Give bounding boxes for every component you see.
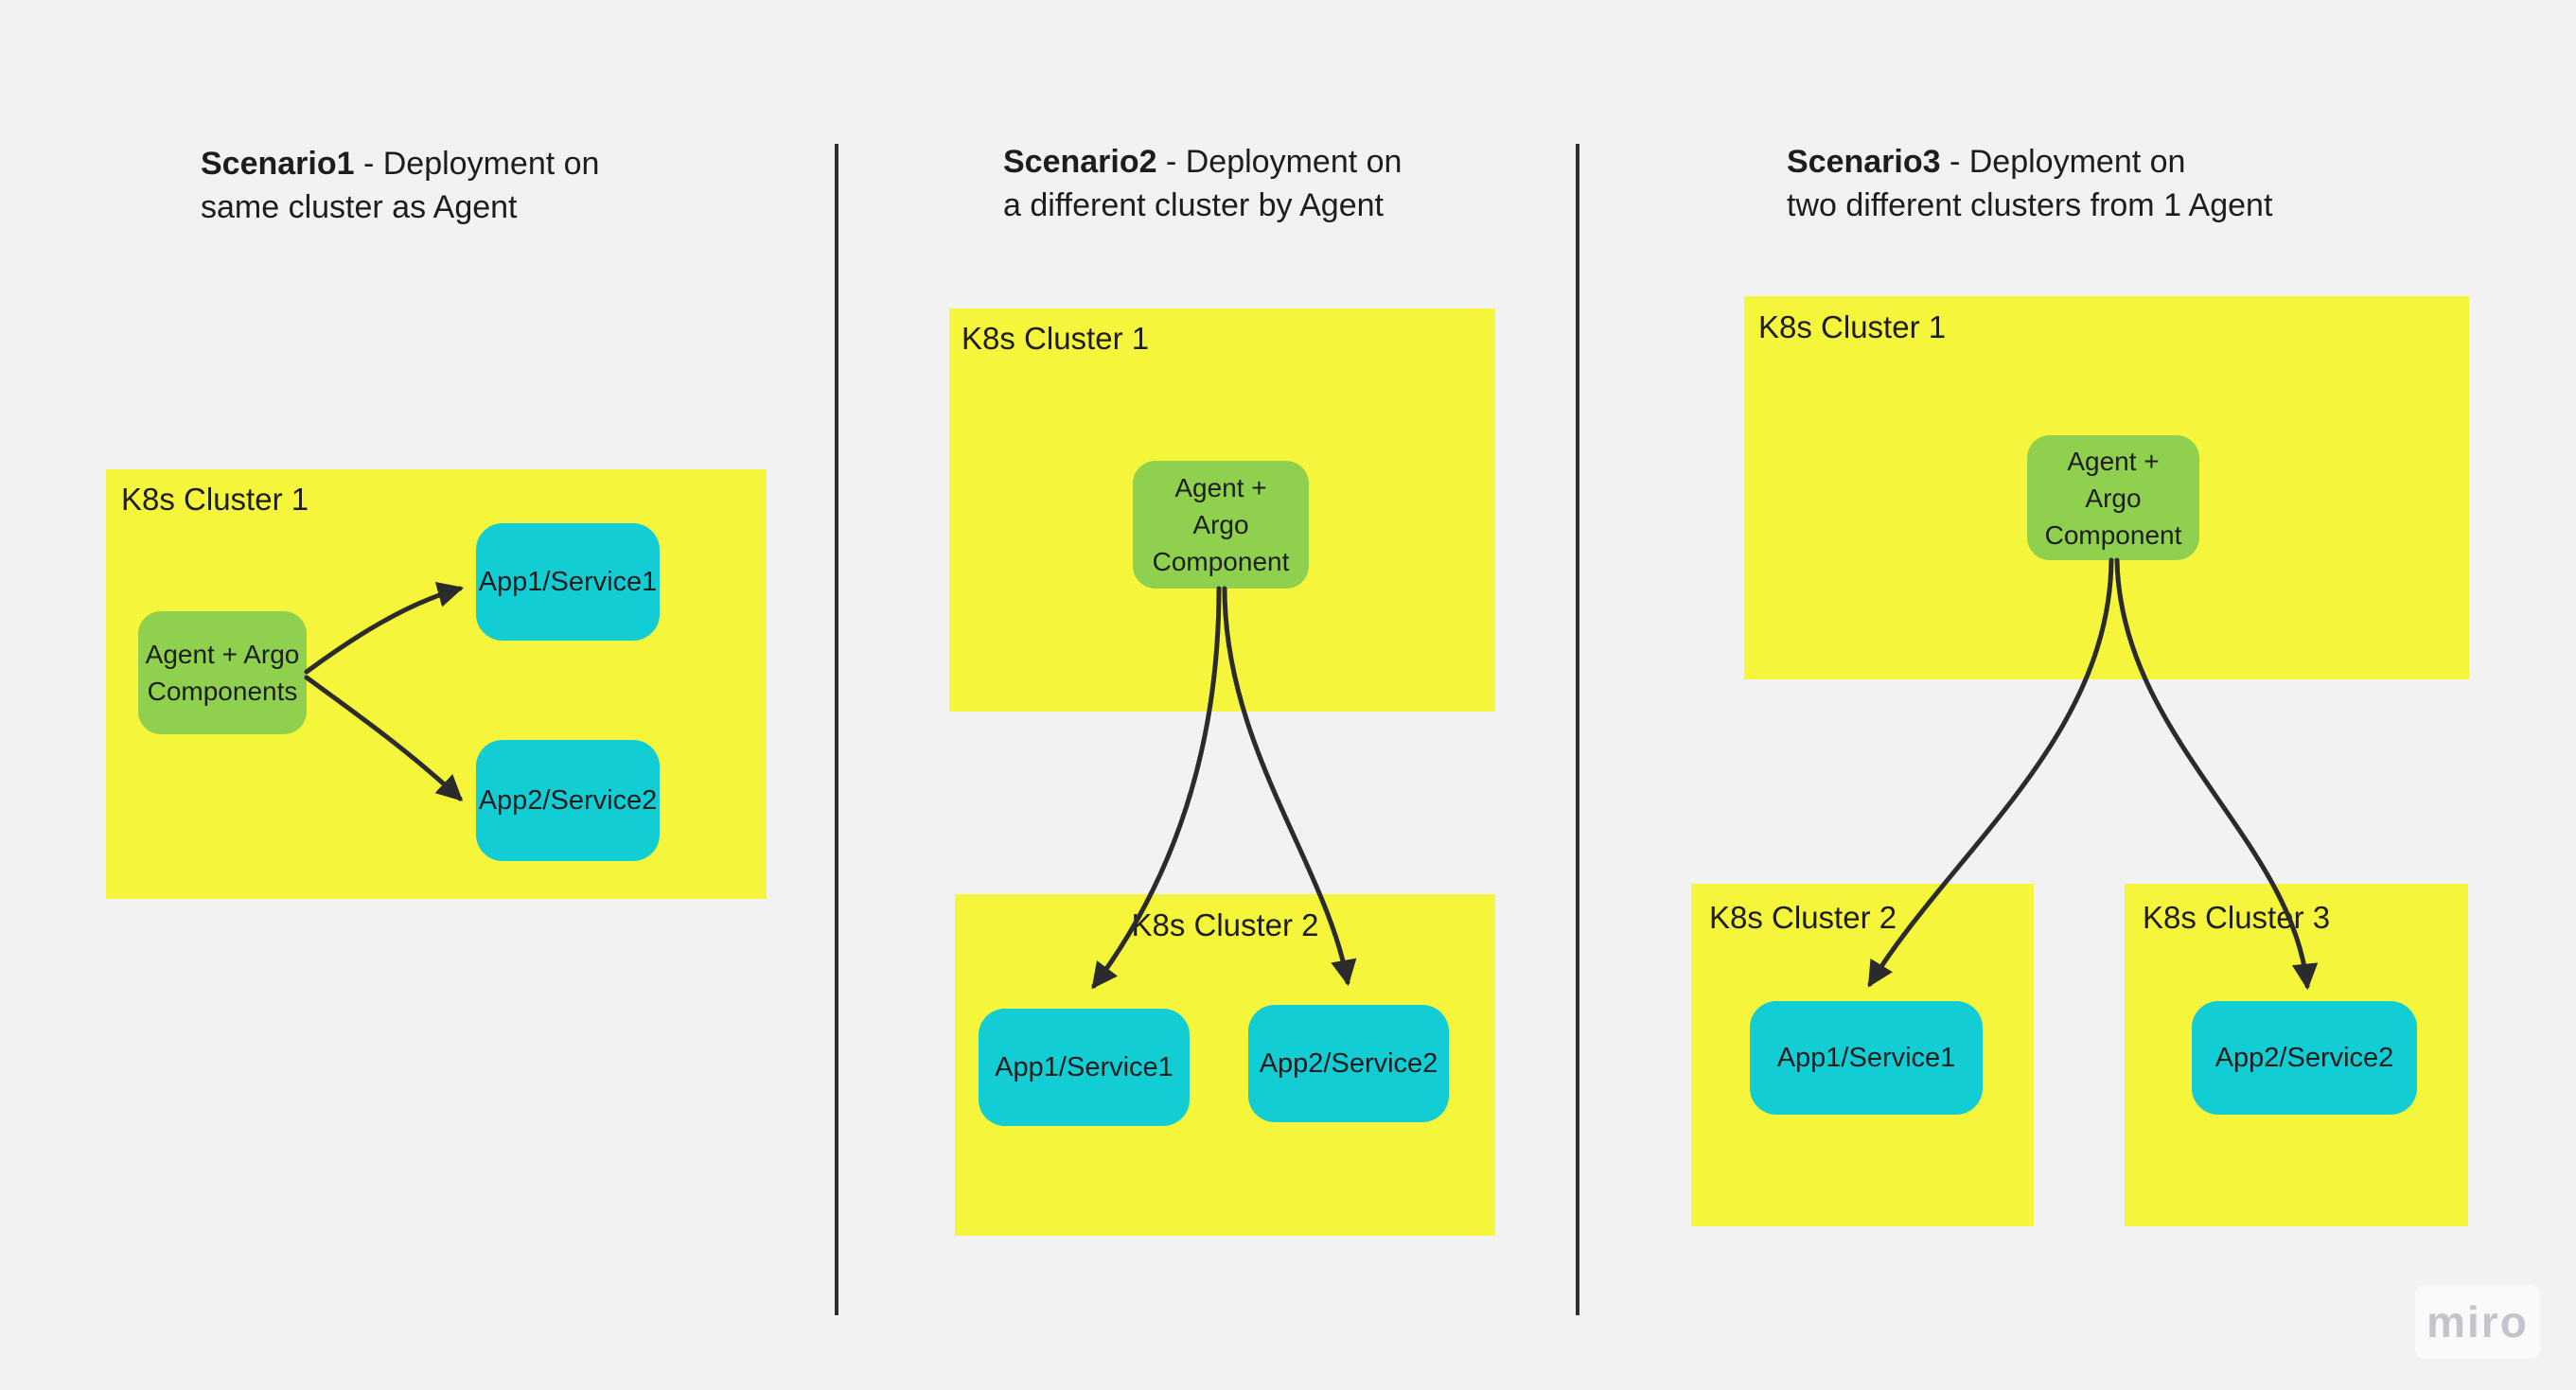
s3-app2-box[interactable]: App2/Service2	[2192, 1001, 2417, 1115]
scenario1-title-line1: Scenario1 - Deployment on	[201, 142, 599, 185]
s2-agent-line2: Argo	[1192, 510, 1249, 539]
scenario2-title-rest: - Deployment on	[1156, 144, 1403, 180]
s2-cluster2-label: K8s Cluster 2	[1131, 907, 1319, 942]
scenario3-title-bold: Scenario3	[1787, 144, 1941, 180]
s3-agent-line1: Agent +	[2067, 446, 2160, 476]
scenario1-title: Scenario1 - Deployment on same cluster a…	[201, 142, 599, 229]
s3-app1-box[interactable]: App1/Service1	[1750, 1001, 1983, 1115]
s1-app1-box[interactable]: App1/Service1	[476, 523, 660, 641]
scenario2-title: Scenario2 - Deployment on a different cl…	[1003, 140, 1402, 227]
s1-agent-line1: Agent + Argo	[145, 640, 300, 669]
scenario2-title-line1: Scenario2 - Deployment on	[1003, 140, 1402, 184]
s3-app1-label: App1/Service1	[1776, 1042, 1956, 1073]
scenario1-title-line2: same cluster as Agent	[201, 189, 518, 225]
s3-agent-line2: Argo	[2085, 483, 2142, 513]
s2-app1-label: App1/Service1	[995, 1051, 1173, 1082]
s2-agent-line1: Agent +	[1174, 473, 1267, 502]
s3-cluster1-label: K8s Cluster 1	[1758, 309, 1947, 344]
miro-watermark-label: miro	[2426, 1297, 2529, 1346]
scenario2-title-bold: Scenario2	[1003, 144, 1157, 180]
s3-agent-line3: Component	[2044, 519, 2182, 550]
s3-cluster2-label: K8s Cluster 2	[1709, 900, 1897, 935]
s2-cluster1-label: K8s Cluster 1	[962, 321, 1150, 356]
s3-app2-label: App2/Service2	[2214, 1042, 2394, 1073]
s1-app2-box[interactable]: App2/Service2	[476, 740, 660, 861]
s2-agent-box[interactable]: Agent + Argo Component	[1133, 461, 1309, 589]
s2-app2-box[interactable]: App2/Service2	[1248, 1005, 1449, 1122]
s1-app2-label: App2/Service2	[478, 784, 658, 816]
s2-app2-label: App2/Service2	[1259, 1047, 1438, 1079]
scenario2-title-line2: a different cluster by Agent	[1003, 187, 1384, 223]
scenario3-title-line2: two different clusters from 1 Agent	[1787, 187, 2273, 223]
s2-app1-box[interactable]: App1/Service1	[979, 1009, 1190, 1126]
s2-agent-line3: Component	[1152, 547, 1290, 576]
s3-cluster3-label: K8s Cluster 3	[2143, 900, 2331, 935]
scenario3-title: Scenario3 - Deployment on two different …	[1787, 140, 2272, 227]
miro-watermark: miro	[2415, 1285, 2540, 1359]
scenario3-title-line1: Scenario3 - Deployment on	[1787, 140, 2272, 184]
s3-agent-box[interactable]: Agent + Argo Component	[2027, 435, 2199, 560]
scenario1-title-bold: Scenario1	[201, 146, 355, 182]
s1-agent-line2: Components	[147, 677, 298, 706]
s1-agent-box[interactable]: Agent + Argo Components	[138, 611, 307, 734]
scenario1-title-rest: - Deployment on	[354, 146, 600, 182]
s1-app1-label: App1/Service1	[478, 566, 658, 597]
s1-cluster1-label: K8s Cluster 1	[121, 482, 309, 517]
scenario3-title-rest: - Deployment on	[1940, 144, 2186, 180]
